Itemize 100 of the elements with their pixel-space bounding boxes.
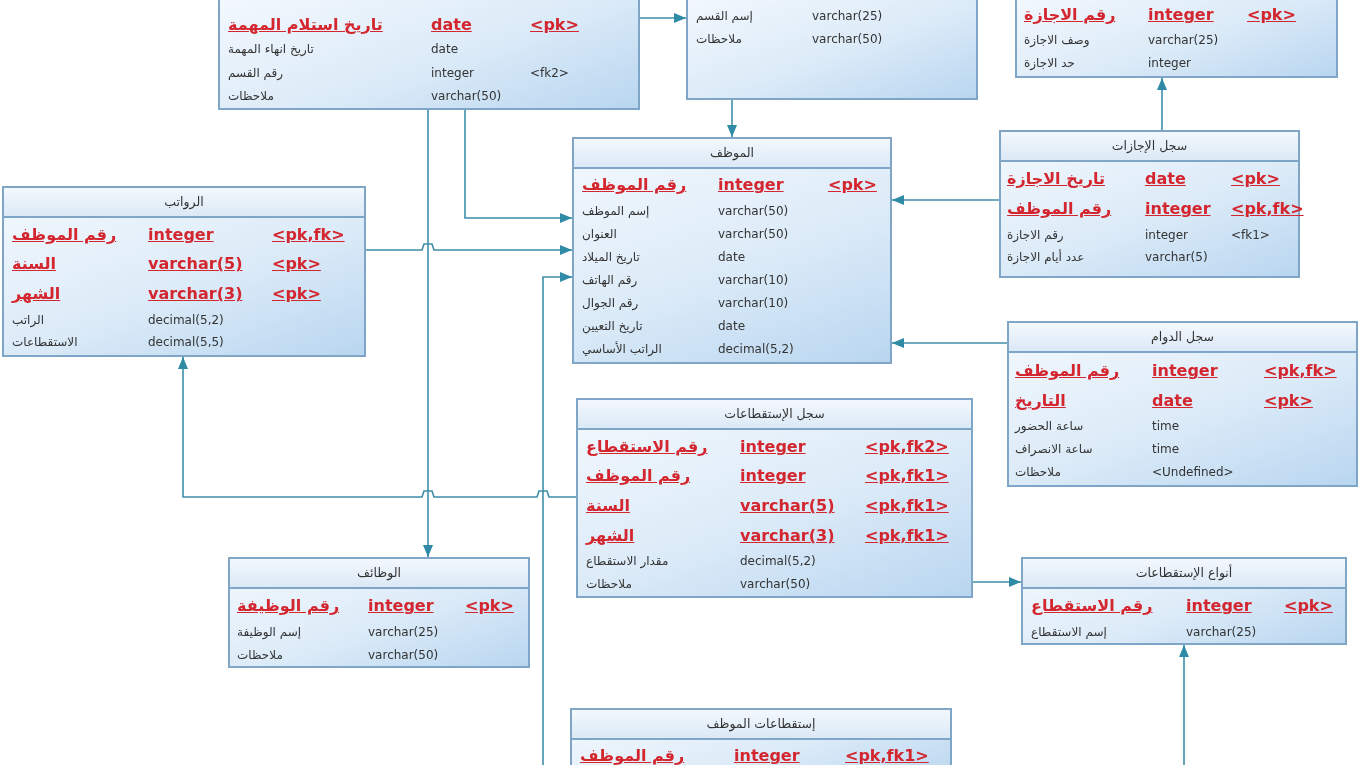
column-name: الاستقطاعات [12, 334, 78, 350]
column-name: الشهر [12, 284, 61, 304]
data-type: <Undefined> [1152, 464, 1234, 480]
key-tag: <pk,fk> [1231, 199, 1304, 219]
entity-table [570, 708, 952, 765]
data-type: integer [1145, 199, 1211, 219]
data-type: varchar(50) [718, 226, 789, 242]
column-name: السنة [12, 254, 56, 274]
column-name: تاريخ الاجازة [1007, 169, 1105, 189]
data-type: date [718, 249, 746, 265]
relationship-arrow [423, 109, 433, 558]
data-type: integer [740, 466, 806, 486]
data-type: date [431, 15, 472, 35]
relationship-arrow [464, 109, 573, 223]
data-type: varchar(5) [1145, 249, 1208, 265]
table-title: الموظف [574, 139, 890, 169]
data-type: date [1152, 391, 1193, 411]
data-type: varchar(10) [718, 295, 789, 311]
data-type: varchar(50) [812, 31, 883, 47]
column-name: تاريخ استلام المهمة [228, 15, 383, 35]
key-tag: <pk> [530, 15, 579, 35]
key-tag: <pk,fk2> [865, 437, 949, 457]
data-type: varchar(25) [812, 8, 883, 24]
column-name: رقم الهاتف [582, 272, 638, 288]
column-name: رقم القسم [228, 65, 284, 81]
column-name: الراتب [12, 312, 45, 328]
key-tag: <pk,fk> [272, 225, 345, 245]
column-name: رقم الوظيفة [237, 596, 340, 616]
data-type: time [1152, 441, 1180, 457]
entity-table [572, 137, 892, 364]
data-type: decimal(5,2) [740, 553, 816, 569]
data-type: date [718, 318, 746, 334]
data-type: varchar(50) [431, 88, 502, 104]
key-tag: <pk> [272, 254, 321, 274]
data-type: integer [368, 596, 434, 616]
entity-table [686, 0, 978, 100]
column-name: رقم الموظف [582, 175, 687, 195]
entity-table [228, 557, 530, 668]
column-name: رقم الموظف [1015, 361, 1120, 381]
data-type: integer [1145, 227, 1188, 243]
key-tag: <fk1> [1231, 227, 1270, 243]
column-name: إسم القسم [696, 8, 753, 24]
column-name: ملاحظات [1015, 464, 1061, 480]
key-tag: <pk> [272, 284, 321, 304]
key-tag: <fk2> [530, 65, 569, 81]
data-type: integer [734, 746, 800, 765]
data-type: varchar(25) [1186, 624, 1257, 640]
data-type: varchar(25) [368, 624, 439, 640]
table-title: سجل الدوام [1009, 323, 1356, 353]
column-name: السنة [586, 496, 630, 516]
column-name: تاريخ التعيين [582, 318, 643, 334]
relationship-arrow [1157, 77, 1167, 131]
relationship-arrow [178, 356, 577, 498]
data-type: date [1145, 169, 1186, 189]
column-name: ساعة الانصراف [1015, 441, 1093, 457]
column-name: الراتب الأساسي [582, 341, 662, 357]
data-type: varchar(50) [718, 203, 789, 219]
data-type: date [431, 41, 459, 57]
table-title: إستقطاعات الموظف [572, 710, 950, 740]
key-tag: <pk> [1247, 5, 1296, 25]
data-type: integer [718, 175, 784, 195]
data-type: integer [740, 437, 806, 457]
relationship-arrow [365, 243, 573, 255]
key-tag: <pk> [1264, 391, 1313, 411]
entity-table [1015, 0, 1338, 78]
data-type: varchar(3) [148, 284, 243, 304]
column-name: تاريخ الميلاد [582, 249, 640, 265]
key-tag: <pk,fk1> [865, 496, 949, 516]
entity-table [999, 130, 1300, 278]
column-name: ملاحظات [237, 647, 283, 663]
column-name: رقم الموظف [586, 466, 691, 486]
column-name: مقدار الاستقطاع [586, 553, 669, 569]
column-name: ساعة الحضور [1015, 418, 1084, 434]
entity-table [1007, 321, 1358, 487]
column-name: رقم الجوال [582, 295, 639, 311]
column-name: رقم الموظف [1007, 199, 1112, 219]
data-type: integer [1148, 55, 1191, 71]
key-tag: <pk> [828, 175, 877, 195]
data-type: decimal(5,2) [718, 341, 794, 357]
data-type: integer [1152, 361, 1218, 381]
relationship-arrow [1179, 644, 1189, 765]
entity-table [576, 398, 973, 598]
table-title: سجل الإجازات [1001, 132, 1298, 162]
table-title: أنواع الإستقطاعات [1023, 559, 1345, 589]
data-type: integer [431, 65, 474, 81]
data-type: decimal(5,2) [148, 312, 224, 328]
data-type: integer [1186, 596, 1252, 616]
column-name: التاريخ [1015, 391, 1066, 411]
relationship-arrow [639, 13, 687, 23]
data-type: varchar(50) [740, 576, 811, 592]
data-type: integer [1148, 5, 1214, 25]
column-name: وصف الاجازة [1024, 32, 1090, 48]
data-type: varchar(10) [718, 272, 789, 288]
table-title: الوظائف [230, 559, 528, 589]
data-type: decimal(5,5) [148, 334, 224, 350]
key-tag: <pk,fk> [1264, 361, 1337, 381]
column-name: إسم الوظيفة [237, 624, 302, 640]
column-name: رقم الموظف [12, 225, 117, 245]
data-type: varchar(3) [740, 526, 835, 546]
relationship-arrow [891, 338, 1008, 348]
